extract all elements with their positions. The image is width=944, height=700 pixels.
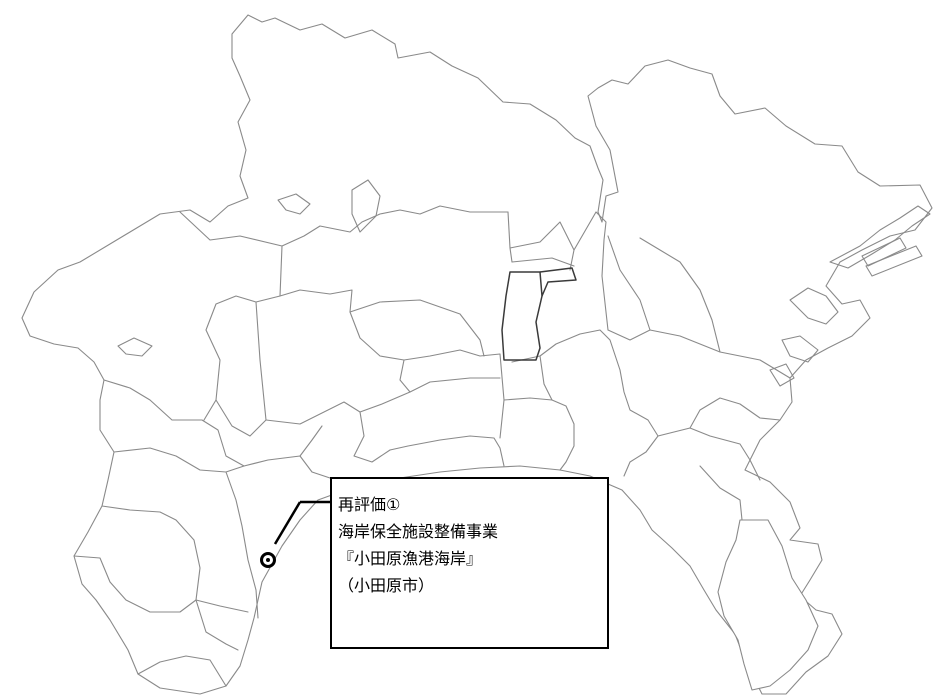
callout-project-type: 海岸保全施設整備事業 <box>338 522 499 541</box>
callout-project-name: 『小田原漁港海岸』 <box>338 549 483 568</box>
miura-peninsula <box>717 519 819 691</box>
project-callout-box: 再評価① 海岸保全施設整備事業 『小田原漁港海岸』 （小田原市） <box>330 477 609 649</box>
callout-title: 再評価① <box>338 495 401 514</box>
harbor-piers <box>769 205 931 387</box>
prefecture-outline <box>21 14 933 695</box>
highlighted-district-east <box>539 267 577 297</box>
municipal-boundaries <box>73 205 791 687</box>
callout-leader-line <box>273 501 302 545</box>
lake-sagami <box>277 193 311 215</box>
location-target-icon[interactable] <box>260 552 276 568</box>
callout-city: （小田原市） <box>338 576 435 595</box>
highlighted-district-west <box>501 271 543 361</box>
lake-miyagase <box>117 337 153 357</box>
